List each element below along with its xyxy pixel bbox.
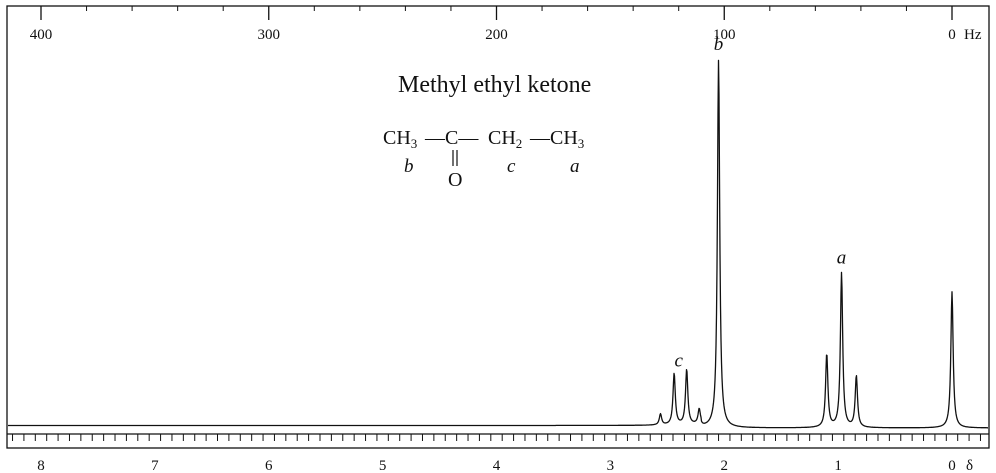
bottom-tick-label-8: 8 [37, 458, 45, 473]
plot-frame [6, 5, 990, 449]
top-tick-label-0: 0 [948, 27, 956, 43]
bottom-axis-unit-label: δ [966, 458, 973, 473]
bottom-tick-label-4: 4 [493, 458, 501, 473]
peak-label-c: c [674, 350, 683, 371]
formula-part-ch2: CH2 [488, 127, 522, 151]
top-tick-label-400: 400 [30, 27, 53, 43]
bottom-tick-label-0: 0 [948, 458, 956, 473]
spectrum-trace [7, 59, 989, 429]
bottom-tick-label-7: 7 [151, 458, 159, 473]
bottom-tick-label-5: 5 [379, 458, 387, 473]
formula-label-b: b [404, 156, 414, 177]
formula-part-carbonyl-c: —C— [424, 127, 479, 149]
top-tick-label-300: 300 [258, 27, 281, 43]
formula-part-ch3-left: CH3 [383, 127, 417, 151]
formula-label-c: c [507, 156, 516, 177]
peak-label-a: a [837, 247, 847, 268]
top-tick-label-200: 200 [485, 27, 508, 43]
top-hz-axis: 400 300 200 100 0 Hz [30, 6, 982, 43]
formula-part-ch3-right: —CH3 [529, 127, 584, 151]
top-axis-unit-label: Hz [964, 27, 982, 43]
peak-labels: b c a [674, 34, 846, 371]
formula-label-a: a [570, 156, 580, 177]
bottom-tick-label-1: 1 [834, 458, 842, 473]
structural-formula: CH3 —C— CH2 —CH3 O b c a [383, 127, 584, 191]
top-tick-label-100: 100 [713, 27, 736, 43]
bottom-tick-label-3: 3 [607, 458, 615, 473]
bottom-tick-label-2: 2 [721, 458, 729, 473]
carbonyl-oxygen: O [448, 169, 462, 191]
bottom-tick-label-6: 6 [265, 458, 273, 473]
compound-title: Methyl ethyl ketone [398, 72, 591, 98]
peak-label-b: b [714, 34, 724, 55]
